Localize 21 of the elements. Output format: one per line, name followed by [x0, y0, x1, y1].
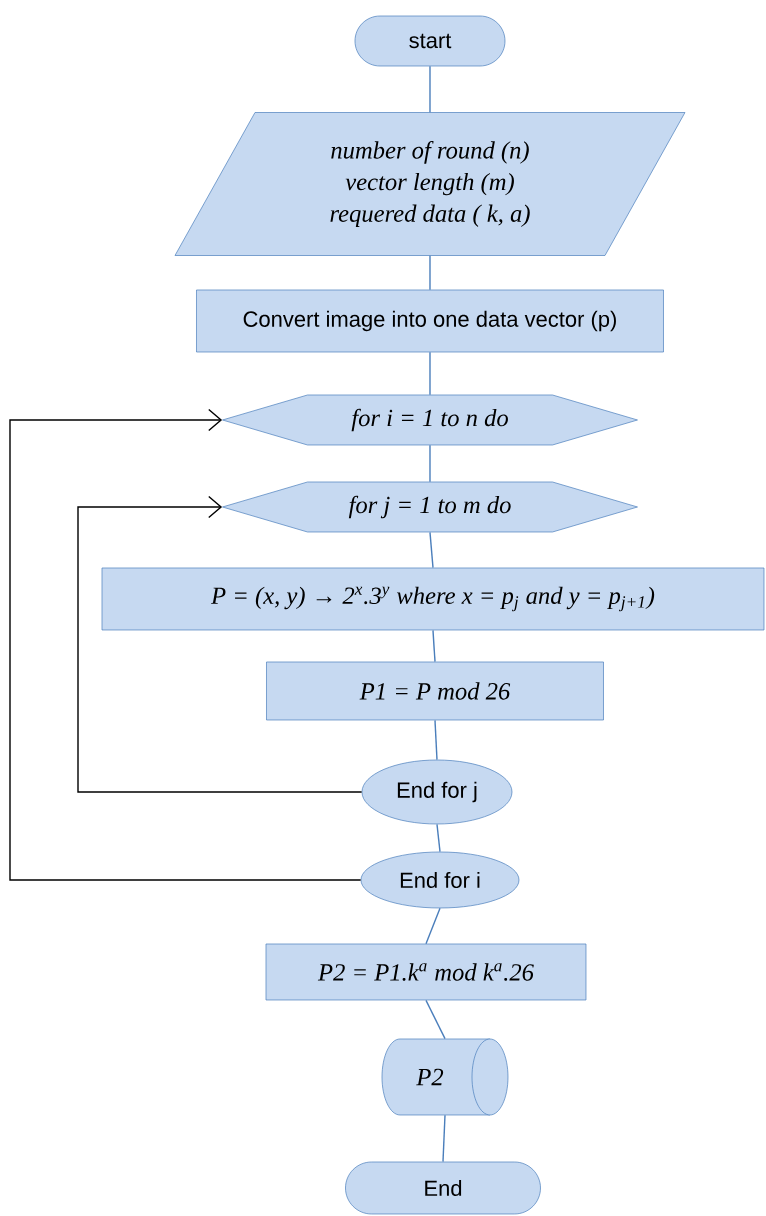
connector-line	[429, 65, 431, 113]
connector-line	[436, 823, 441, 853]
connector-line	[429, 531, 434, 569]
loop-hexagon: for j = 1 to m do	[222, 481, 638, 533]
connector-line	[432, 629, 436, 663]
process-box: P1 = P mod 26	[266, 661, 604, 721]
loop-arrow	[9, 408, 362, 881]
loop-hexagon: for i = 1 to n do	[222, 394, 638, 446]
connector-line	[429, 351, 431, 396]
connector-line	[442, 1114, 446, 1163]
connector-line	[429, 255, 431, 291]
input-parallelogram: number of round (n) vector length (m) requered data ( k, a)	[174, 112, 686, 256]
connector-line	[425, 907, 441, 945]
process-box: P2 = P1.k$^{a}$ mod k$^{a}$.26	[265, 943, 587, 1001]
loop-arrow	[77, 495, 363, 793]
storage-cylinder: P2	[381, 1038, 509, 1116]
connector-line	[434, 719, 438, 761]
process-box: Convert image into one data vector (p)	[196, 289, 664, 353]
process-box: P = (x, y) → 2$^{x}$.3$^{y}$ where x = p$_{j}$ and y = p$_{j+1}$)	[101, 567, 765, 631]
connector-line	[429, 444, 431, 483]
connector-line	[425, 999, 446, 1040]
